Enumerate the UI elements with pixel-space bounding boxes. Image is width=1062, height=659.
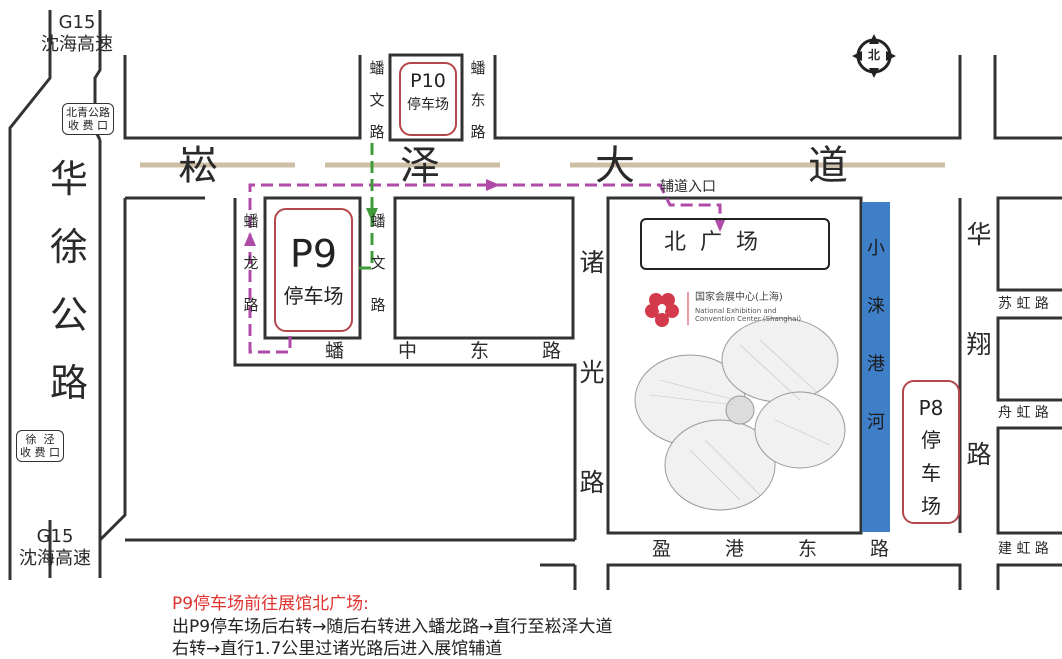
road-label-songze-1: 崧: [178, 143, 218, 189]
road-char: 徐: [49, 225, 88, 269]
river-char: 河: [867, 412, 885, 433]
parking-p8-name-2: 车: [921, 461, 941, 485]
road-label-yinggang-1: 盈: [652, 538, 672, 560]
road-char: 诸: [579, 248, 605, 277]
block-east-suhong: [996, 196, 1062, 292]
route-description-line1: 出P9停车场后右转→随后右转进入蟠龙路→直行至崧泽大道: [172, 617, 613, 637]
road-char: 路: [966, 440, 992, 469]
toll-gate-north: 北青公路 收 费 口: [62, 103, 114, 135]
road-label-yinggang-4: 路: [870, 538, 890, 560]
road-char: 路: [49, 361, 88, 405]
road-char: 路: [579, 468, 605, 497]
parking-p8-name-1: 停: [921, 428, 941, 452]
block-top-left: [123, 55, 362, 140]
parking-p10-code: P10: [410, 70, 446, 92]
parking-p8[interactable]: P8 停 车 场: [902, 380, 960, 524]
road-char: 路: [243, 296, 259, 314]
north-plaza-box: [640, 218, 830, 270]
road-label-songze-3: 大: [595, 143, 635, 189]
road-char: 蟠: [243, 212, 259, 230]
river-label: 小 涞 港 河: [864, 240, 888, 432]
road-label-suhong: 苏 虹 路: [998, 296, 1049, 312]
route-green-arrow-down: [366, 208, 378, 222]
block-fanwen-east: [393, 196, 575, 340]
road-char: 公: [49, 293, 88, 337]
venue-name-cn: 国家会展中心(上海): [695, 292, 783, 303]
road-label-yinggang-3: 东: [798, 538, 818, 560]
road-label-fanlong: 蟠 龙 路: [242, 200, 260, 326]
service-road-entrance-label: 辅道入口: [660, 179, 716, 195]
block-p10: [388, 53, 464, 142]
highway-label-top: G15 沈海高速: [41, 12, 113, 55]
toll-gate-south: 徐 泾 收 费 口: [16, 430, 64, 462]
road-char: 蟠: [470, 59, 486, 77]
route-purple-arrow-up: [244, 232, 256, 246]
road-char: 翔: [966, 330, 992, 359]
road-char: 文: [370, 254, 386, 272]
block-top-right: [993, 55, 1062, 140]
road-label-jianhong: 建 虹 路: [998, 541, 1049, 557]
road-label-zhuguang: 诸 光 路: [578, 250, 606, 495]
road-label-huaxu: 华 徐 公 路: [44, 160, 94, 432]
road-char: 华: [966, 220, 992, 249]
exhibition-building-illustration: [634, 317, 846, 511]
road-char: 蟠: [370, 212, 386, 230]
river-char: 港: [867, 354, 885, 375]
north-plaza-label: 北 广 场: [664, 230, 758, 255]
road-label-fanzhongdong-1: 蟠: [325, 340, 345, 362]
parking-p8-name-3: 场: [921, 494, 941, 518]
venue-name-en: National Exhibition and Convention Cente…: [695, 307, 802, 323]
road-label-fanzhongdong-2: 中: [398, 340, 418, 362]
route-purple-arrow-right: [486, 179, 500, 191]
road-char: 路: [369, 123, 385, 141]
river-char: 小: [867, 238, 885, 259]
block-fanlong-west: [233, 198, 577, 540]
road-label-fanwen-mid: 蟠 文 路: [369, 200, 387, 326]
road-label-fandong: 蟠 东 路: [469, 52, 487, 148]
block-left-mid: [98, 198, 127, 542]
bottom-edge-4: [996, 563, 1062, 590]
exhibition-block: [606, 196, 863, 535]
block-east-jianhong: [996, 426, 1062, 535]
road-label-yinggang-2: 港: [725, 538, 745, 560]
road-char: 路: [370, 296, 386, 314]
highway-outline-left: [8, 10, 52, 580]
parking-p10[interactable]: P10 停车场: [399, 62, 457, 136]
parking-p10-name: 停车场: [407, 97, 449, 113]
block-east-zhouhong: [996, 316, 1062, 402]
block-top-mid: [493, 55, 962, 140]
route-purple-arrow-down: [714, 218, 726, 232]
compass-label: 北: [868, 48, 881, 62]
road-char: 华: [49, 157, 88, 201]
road-label-songze-4: 道: [808, 143, 848, 189]
venue-logo-icon: [645, 293, 679, 327]
parking-p8-code: P8: [918, 396, 944, 420]
road-char: 东: [470, 91, 486, 109]
road-label-huaxiang: 华 翔 路: [964, 222, 994, 467]
compass-icon: [852, 34, 896, 78]
river-xiaolaigang: [862, 202, 890, 532]
route-description-line2: 右转→直行1.7公里过诸光路后进入展馆辅道: [172, 639, 503, 659]
road-label-songze-2: 泽: [400, 143, 440, 189]
parking-p9-code: P9: [289, 232, 338, 276]
river-char: 涞: [867, 296, 885, 317]
road-label-fanzhongdong-4: 路: [542, 340, 562, 362]
road-char: 路: [470, 123, 486, 141]
parking-p9[interactable]: P9 停车场: [274, 208, 353, 332]
road-label-zhouhong: 舟 虹 路: [998, 405, 1049, 421]
road-char: 龙: [243, 254, 259, 272]
road-char: 光: [579, 358, 605, 387]
road-label-fanzhongdong-3: 东: [470, 340, 490, 362]
road-label-fanwen-top: 蟠 文 路: [368, 52, 386, 148]
route-description-title: P9停车场前往展馆北广场:: [172, 594, 369, 614]
route-purple: [248, 183, 722, 354]
parking-p9-name: 停车场: [283, 284, 344, 308]
highway-label-bottom: G15 沈海高速: [19, 526, 91, 569]
road-char: 文: [369, 91, 385, 109]
road-char: 蟠: [369, 59, 385, 77]
bottom-edge-3: [606, 563, 962, 590]
